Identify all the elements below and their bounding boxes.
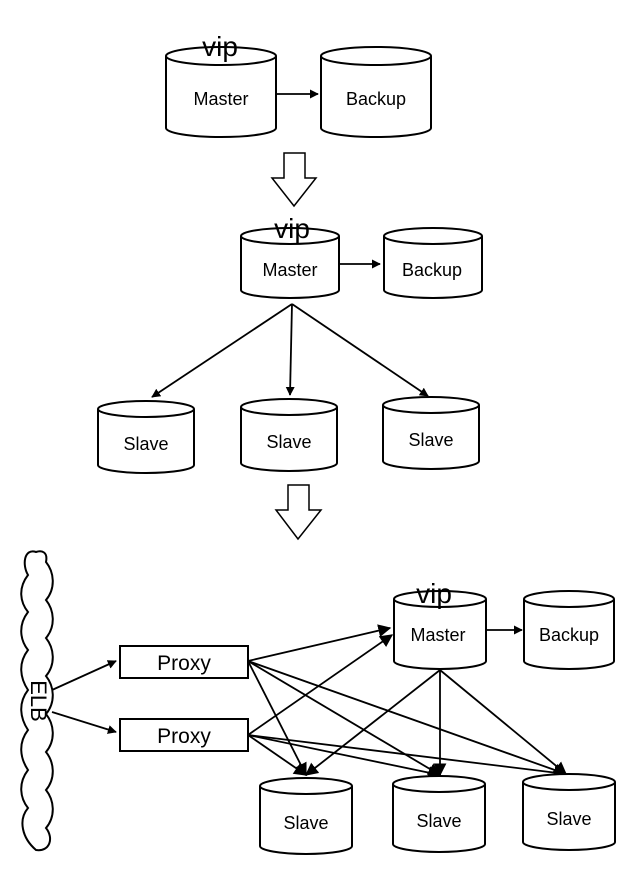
- edge-proxy1-slave-3: [247, 660, 568, 777]
- proxy-box: Proxy: [119, 645, 249, 679]
- slave-label: Slave: [283, 813, 328, 833]
- proxy-rect: [119, 718, 249, 752]
- proxy-rect: [119, 645, 249, 679]
- vip-label: vip: [202, 31, 238, 62]
- cylinder-icon: [258, 777, 353, 855]
- slave-db: Slave: [96, 400, 195, 474]
- edge-master-slave-1: [304, 669, 441, 776]
- edge-proxy1-master: [247, 624, 392, 662]
- edge-master-slave-2: [285, 303, 295, 396]
- master-db: Master vip: [239, 213, 340, 299]
- cylinder-icon: [521, 773, 616, 851]
- cylinder-icon: [239, 227, 340, 299]
- slave-db: Slave: [381, 396, 480, 470]
- edge-master-slave-1: [151, 303, 293, 398]
- edge-elb-proxy-2: [51, 711, 117, 734]
- slave-db: Slave: [258, 777, 353, 855]
- edge-proxy2-slave-3: [247, 734, 568, 780]
- proxy-box: Proxy: [119, 718, 249, 752]
- flow-arrow-down-icon: [270, 152, 318, 208]
- slave-label: Slave: [408, 430, 453, 450]
- proxy-label: Proxy: [157, 652, 211, 675]
- edge-proxy2-master: [247, 634, 394, 736]
- backup-db: Backup: [319, 46, 432, 138]
- cylinder-icon: [319, 46, 432, 138]
- slave-label: Slave: [266, 432, 311, 452]
- master-db: Master vip: [392, 578, 487, 670]
- slave-db: Slave: [521, 773, 616, 851]
- stage-3: ELB Proxy Proxy Master vip Backup Slave: [20, 550, 616, 855]
- vip-label: vip: [274, 213, 310, 244]
- cloud-icon: [20, 550, 54, 852]
- cylinder-icon: [381, 396, 480, 470]
- elb-label: ELB: [26, 680, 51, 722]
- flow-arrow-down-icon: [274, 484, 323, 541]
- slave-db: Slave: [239, 398, 338, 472]
- cylinder-icon: [164, 46, 277, 138]
- edge-master-slave-3: [439, 669, 568, 775]
- cylinder-icon: [391, 775, 486, 853]
- slave-label: Slave: [546, 809, 591, 829]
- slave-label: Slave: [123, 434, 168, 454]
- edge-proxy1-slave-2: [247, 660, 442, 776]
- cylinder-icon: [392, 590, 487, 670]
- proxy-label: Proxy: [157, 725, 211, 748]
- cylinder-icon: [239, 398, 338, 472]
- edge-proxy1-slave-1: [247, 660, 307, 777]
- master-label: Master: [410, 625, 465, 645]
- stage-1: Master vip Backup: [164, 31, 432, 138]
- master-label: Master: [193, 89, 248, 109]
- backup-db: Backup: [522, 590, 615, 670]
- slave-db: Slave: [391, 775, 486, 853]
- slave-label: Slave: [416, 811, 461, 831]
- edge-proxy2-slave-2: [247, 734, 442, 779]
- stage-2: Master vip Backup Slave Slave Slave: [96, 213, 483, 474]
- cylinder-icon: [96, 400, 195, 474]
- backup-db: Backup: [382, 227, 483, 299]
- master-db: Master vip: [164, 31, 277, 138]
- backup-label: Backup: [539, 625, 599, 645]
- edge-proxy2-slave-1: [247, 734, 308, 776]
- master-label: Master: [262, 260, 317, 280]
- edge-elb-proxy-1: [51, 660, 117, 691]
- cylinder-icon: [382, 227, 483, 299]
- backup-label: Backup: [346, 89, 406, 109]
- cylinder-icon: [522, 590, 615, 670]
- backup-label: Backup: [402, 260, 462, 280]
- vip-label: vip: [416, 578, 452, 609]
- edge-master-slave-3: [291, 303, 429, 397]
- elb-node: ELB: [20, 550, 54, 852]
